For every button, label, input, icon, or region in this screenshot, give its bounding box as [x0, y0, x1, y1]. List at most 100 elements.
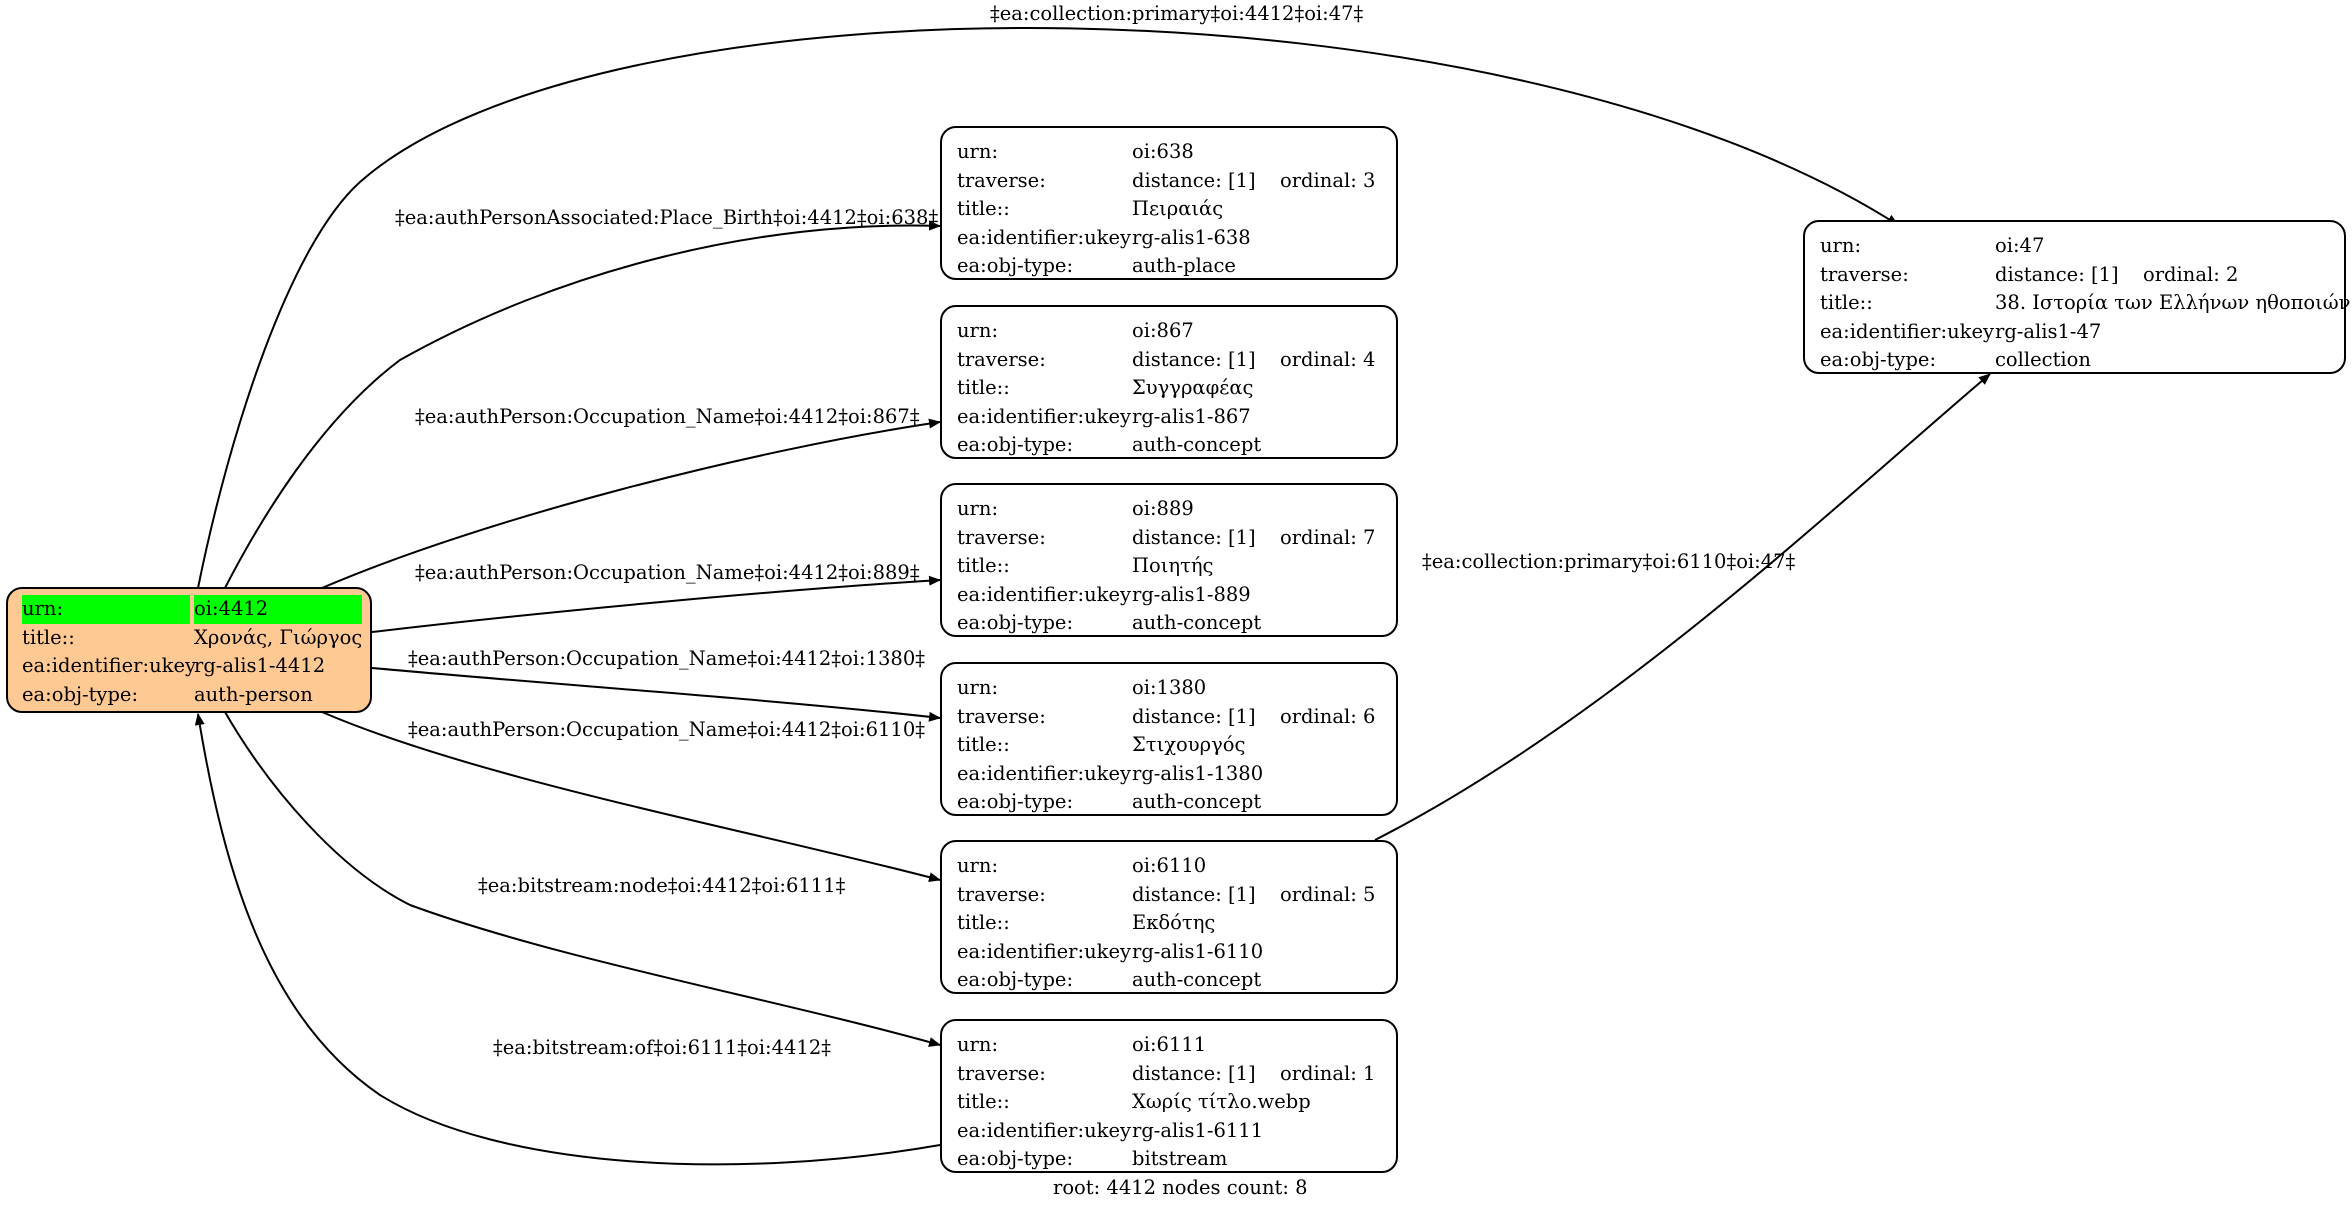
urn-value: oi:638 — [1132, 140, 1194, 163]
node-row-title: title::38. Ιστορία των Ελλήνων ηθοποιών — [1820, 289, 2351, 318]
field-key: ea:obj-type: — [957, 1147, 1074, 1170]
node-row-traverse: traverse:distance: [1]ordinal: 7 — [957, 524, 1381, 553]
distance-value: distance: [1] — [1132, 882, 1256, 906]
node-47[interactable]: urn:oi:47 traverse:distance: [1]ordinal:… — [1803, 220, 2351, 375]
title-value: Στιχουργός — [1132, 733, 1246, 756]
title-value: Συγγραφέας — [1132, 376, 1254, 399]
type-value: auth-concept — [1132, 968, 1262, 991]
field-key: urn: — [957, 854, 999, 877]
root-row-urn: urn: oi:4412 — [22, 595, 362, 624]
distance-value: distance: [1] — [1132, 1061, 1256, 1085]
node-row-urn: urn:oi:867 — [957, 317, 1381, 346]
node-6111[interactable]: urn:oi:6111 traverse:distance: [1]ordina… — [940, 1019, 1398, 1173]
edge-root-to-47 — [197, 27, 1899, 589]
node-row-traverse: traverse: distance: [1] ordinal: 4 — [957, 346, 1381, 375]
urn-value: oi:867 — [1132, 319, 1194, 342]
ordinal-value: ordinal: 1 — [1280, 1061, 1376, 1085]
ukey-value: rg-alis1-889 — [1132, 582, 1251, 606]
field-key: ea:obj-type: — [1820, 348, 1937, 371]
node-867[interactable]: urn:oi:867 traverse: distance: [1] ordinal… — [940, 305, 1398, 459]
field-key: urn: — [957, 676, 999, 699]
node-row-title: title::Εκδότης — [957, 909, 1381, 938]
node-row-traverse: traverse: distance: [1] ordinal: 5 — [957, 881, 1381, 910]
edge-root-to-889 — [371, 575, 941, 633]
field-key: title:: — [957, 554, 1010, 577]
urn-value: oi:1380 — [1132, 676, 1207, 699]
edge-label-root-1380: ‡ea:authPerson:Occupation_Name‡oi:4412‡o… — [408, 647, 925, 670]
type-value: auth-place — [1132, 254, 1236, 277]
node-row-traverse: traverse:distance: [1]ordinal: 1 — [957, 1060, 1381, 1089]
node-row-type: ea:obj-type:auth-concept — [957, 788, 1381, 817]
ordinal-value: ordinal: 7 — [1280, 525, 1376, 549]
distance-value: distance: [1] — [1132, 168, 1256, 192]
edge-6111-to-root — [194, 713, 941, 1166]
field-key: urn: — [1820, 234, 1862, 257]
field-key: ea:identifier:ukey — [957, 225, 1131, 249]
root-title-value: Χρονάς, Γιώργος — [194, 625, 363, 649]
edge-label-6110-47: ‡ea:collection:primary‡oi:6110‡oi:47‡ — [1422, 550, 1796, 573]
title-value: Πειραιάς — [1132, 197, 1224, 220]
node-row-urn: urn: oi:47 — [1820, 232, 2329, 261]
root-title-key: title:: — [22, 625, 75, 649]
field-key: ea:identifier:ukey — [957, 939, 1131, 963]
distance-value: distance: [1] — [1995, 262, 2119, 286]
node-row-type: ea:obj-type:auth-concept — [957, 431, 1381, 460]
title-value: 38. Ιστορία των Ελλήνων ηθοποιών — [1995, 291, 2351, 314]
node-row-type: ea:obj-type:auth-place — [957, 252, 1381, 281]
field-key: ea:identifier:ukey — [957, 761, 1131, 785]
field-key: title:: — [957, 911, 1010, 934]
node-row-title: title::Στιχουργός — [957, 731, 1381, 760]
field-key: traverse: — [957, 347, 1046, 371]
ordinal-value: ordinal: 5 — [1280, 882, 1376, 906]
ukey-value: rg-alis1-867 — [1132, 404, 1251, 428]
root-type-key: ea:obj-type: — [22, 682, 139, 706]
edge-label-root-638: ‡ea:authPersonAssociated:Place_Birth‡oi:… — [395, 206, 939, 229]
ukey-value: rg-alis1-6110 — [1132, 939, 1264, 963]
edge-6110-to-47 — [1374, 373, 1991, 841]
urn-value: oi:47 — [1995, 234, 2045, 257]
ordinal-value: ordinal: 4 — [1280, 347, 1376, 371]
node-row-title: title::Ποιητής — [957, 552, 1381, 581]
distance-value: distance: [1] — [1132, 347, 1256, 371]
node-1380[interactable]: urn:oi:1380 traverse:distance: [1]ordina… — [940, 662, 1398, 816]
field-key: urn: — [957, 1033, 999, 1056]
root-row-ukey: ea:identifier:ukey rg-alis1-4412 — [22, 652, 362, 681]
type-value: auth-concept — [1132, 790, 1262, 813]
field-key: traverse: — [957, 525, 1046, 549]
type-value: collection — [1995, 348, 2091, 371]
field-key: ea:identifier:ukey — [957, 404, 1131, 428]
root-urn-value: oi:4412 — [194, 595, 362, 624]
node-row-urn: urn: oi:638 — [957, 138, 1381, 167]
node-row-urn: urn: oi:1380 — [957, 674, 1381, 703]
node-row-type: ea:obj-type:auth-concept — [957, 966, 1381, 995]
distance-value: distance: [1] — [1132, 704, 1256, 728]
node-row-type: ea:obj-type: collection — [1820, 346, 2329, 375]
type-value: bitstream — [1132, 1147, 1228, 1170]
node-889[interactable]: urn:oi:889 traverse:distance: [1]ordinal… — [940, 483, 1398, 637]
edge-root-to-638 — [224, 220, 941, 589]
node-row-title: title::Πειραιάς — [957, 195, 1381, 224]
root-node[interactable]: urn: oi:4412 title:: Χρονάς, Γιώργος ea:… — [6, 587, 372, 713]
field-key: title:: — [957, 197, 1010, 220]
node-6110[interactable]: urn: oi:6110 traverse: distance: [1] ordina… — [940, 840, 1398, 994]
edge-root-to-6110 — [321, 711, 941, 883]
root-ukey-value: rg-alis1-4412 — [194, 654, 326, 677]
root-type-value: auth-person — [194, 682, 313, 706]
field-key: urn: — [957, 140, 999, 163]
edge-root-to-1380 — [371, 667, 941, 722]
urn-value: oi:6110 — [1132, 854, 1207, 877]
node-row-type: ea:obj-type:auth-concept — [957, 609, 1381, 638]
title-value: Εκδότης — [1132, 911, 1216, 934]
root-urn-key: urn: — [22, 595, 190, 624]
edge-label-root-889: ‡ea:authPerson:Occupation_Name‡oi:4412‡o… — [415, 561, 920, 584]
node-row-urn: urn:oi:889 — [957, 495, 1381, 524]
field-key: traverse: — [957, 882, 1046, 906]
field-key: title:: — [1820, 291, 1873, 314]
node-638[interactable]: urn:oi:638 traverse:distance: [1]ordinal… — [940, 126, 1398, 280]
field-key: title:: — [957, 376, 1010, 399]
edge-root-to-867 — [321, 418, 941, 589]
